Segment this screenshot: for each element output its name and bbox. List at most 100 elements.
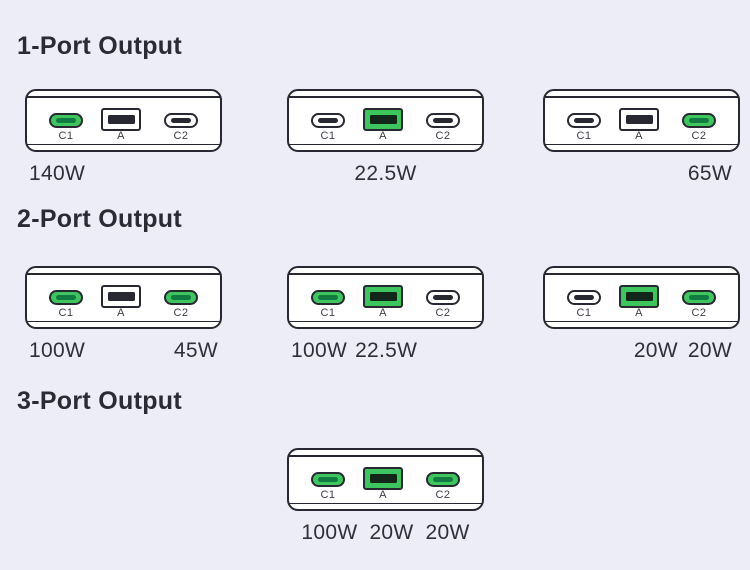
section-title-2-port-output: 2-Port Output xyxy=(17,205,182,233)
watt-value: 65W xyxy=(687,162,732,185)
usba-contact-bar xyxy=(107,115,135,124)
device-top-seam xyxy=(289,96,482,98)
device-bottom-seam xyxy=(27,143,220,145)
port-label-a: A xyxy=(117,307,125,319)
usbc-slot xyxy=(689,295,709,300)
usbc-port-c1-active xyxy=(311,290,345,305)
watt-value: 20W xyxy=(633,339,678,362)
section-title-3-port-output: 3-Port Output xyxy=(17,387,182,415)
usba-contact-bar xyxy=(625,115,653,124)
usbc-port-c2-active xyxy=(164,290,198,305)
device-bottom-seam xyxy=(545,320,738,322)
section-title-1-port-output: 1-Port Output xyxy=(17,32,182,60)
usbc-port-c1 xyxy=(567,113,601,128)
port-label-c2: C2 xyxy=(435,130,451,142)
powerbank-device: C1 A C2 xyxy=(287,89,484,152)
usbc-slot xyxy=(433,477,453,482)
watt-output-labels: 100W 45W xyxy=(25,340,222,361)
port-label-c2: C2 xyxy=(173,307,189,319)
usba-port-a-active xyxy=(619,285,659,308)
watt-value: 100W xyxy=(301,521,358,544)
watt-output-labels: 20W 20W xyxy=(543,340,740,361)
usbc-port-c1 xyxy=(567,290,601,305)
device-top-seam xyxy=(545,273,738,275)
usbc-slot xyxy=(171,295,191,300)
port-label-a: A xyxy=(379,307,387,319)
watt-value: 20W xyxy=(369,521,414,544)
device-top-seam xyxy=(545,96,738,98)
usbc-slot xyxy=(318,295,338,300)
usbc-slot xyxy=(318,477,338,482)
watt-value: 100W xyxy=(291,339,348,362)
usba-port-a xyxy=(101,108,141,131)
watt-output-labels: 100W 22.5W xyxy=(287,340,484,361)
powerbank-device: C1 A C2 xyxy=(287,448,484,511)
port-label-c1: C1 xyxy=(320,489,336,501)
port-label-c1: C1 xyxy=(576,130,592,142)
usba-port-a xyxy=(101,285,141,308)
watt-output-labels: 65W xyxy=(543,163,740,184)
powerbank-device: C1 A C2 xyxy=(543,266,740,329)
port-label-c2: C2 xyxy=(691,130,707,142)
port-label-c1: C1 xyxy=(320,130,336,142)
watt-value: 22.5W xyxy=(354,162,417,185)
powerbank-device: C1 A C2 xyxy=(287,266,484,329)
device-top-seam xyxy=(289,273,482,275)
usbc-port-c2 xyxy=(426,113,460,128)
port-label-a: A xyxy=(635,130,643,142)
device-bottom-seam xyxy=(289,320,482,322)
device-row-1-port: C1 A C2 140W C1 A C2 22.5W C1 A C2 65W xyxy=(0,89,750,199)
usbc-slot xyxy=(574,118,594,123)
usba-port-a-active xyxy=(363,108,403,131)
usbc-port-c1 xyxy=(311,113,345,128)
watt-value: 100W xyxy=(29,339,86,362)
port-label-c1: C1 xyxy=(576,307,592,319)
usbc-slot xyxy=(56,295,76,300)
usba-contact-bar xyxy=(369,292,397,301)
watt-output-labels: 22.5W xyxy=(287,163,484,184)
port-label-a: A xyxy=(379,130,387,142)
usbc-slot xyxy=(56,118,76,123)
usba-port-a-active xyxy=(363,467,403,490)
device-bottom-seam xyxy=(289,502,482,504)
usbc-slot xyxy=(689,118,709,123)
watt-value: 140W xyxy=(29,162,86,185)
device-row-2-port: C1 A C2 100W 45W C1 A C2 100W 22.5W C1 A C2 20W 20W xyxy=(0,266,750,376)
port-label-c1: C1 xyxy=(320,307,336,319)
usbc-slot xyxy=(433,295,453,300)
usbc-port-c2-active xyxy=(682,113,716,128)
port-label-c2: C2 xyxy=(691,307,707,319)
usbc-port-c2-active xyxy=(682,290,716,305)
usbc-port-c1-active xyxy=(311,472,345,487)
port-label-a: A xyxy=(635,307,643,319)
device-bottom-seam xyxy=(27,320,220,322)
watt-output-labels: 140W xyxy=(25,163,222,184)
usbc-slot xyxy=(433,118,453,123)
usba-contact-bar xyxy=(625,292,653,301)
usbc-port-c1-active xyxy=(49,113,83,128)
usba-contact-bar xyxy=(107,292,135,301)
port-label-a: A xyxy=(379,489,387,501)
usba-contact-bar xyxy=(369,115,397,124)
device-top-seam xyxy=(27,96,220,98)
port-label-c2: C2 xyxy=(435,307,451,319)
powerbank-device: C1 A C2 xyxy=(25,266,222,329)
port-label-c2: C2 xyxy=(435,489,451,501)
powerbank-device: C1 A C2 xyxy=(543,89,740,152)
usba-contact-bar xyxy=(369,474,397,483)
watt-value: 45W xyxy=(173,339,218,362)
usbc-slot xyxy=(171,118,191,123)
watt-value: 22.5W xyxy=(355,339,418,362)
port-label-c1: C1 xyxy=(58,307,74,319)
port-label-c2: C2 xyxy=(173,130,189,142)
usbc-port-c2 xyxy=(164,113,198,128)
usbc-port-c2 xyxy=(426,290,460,305)
device-top-seam xyxy=(289,455,482,457)
usbc-port-c1-active xyxy=(49,290,83,305)
watt-value: 20W xyxy=(687,339,732,362)
usbc-slot xyxy=(574,295,594,300)
usbc-slot xyxy=(318,118,338,123)
